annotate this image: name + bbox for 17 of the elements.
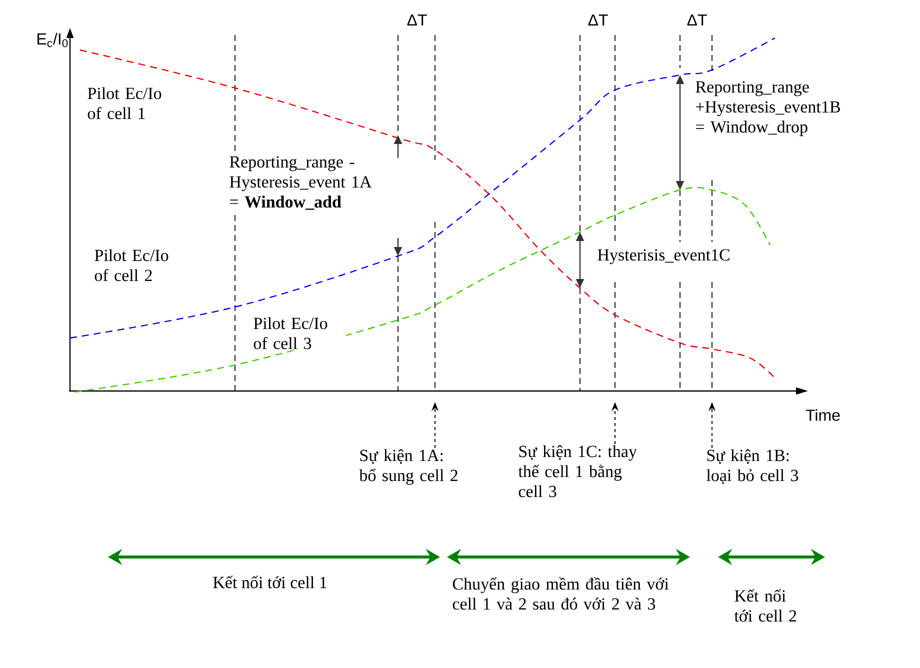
delta-t-label: ΔT <box>687 14 707 26</box>
formula-note: Hysterisis_event1C <box>596 248 732 266</box>
curve-label: Pilot Ec/Io of cell 3 <box>252 316 346 350</box>
curve-label: Pilot Ec/Io of cell 1 <box>88 87 162 120</box>
axis-label: E$_{c}$/I$_{0}$ <box>38 32 68 48</box>
formula-note: Reporting_range +Hysteresis_event1B = Window_drop <box>694 80 852 138</box>
span-label: Kết nối tới cell 2 <box>734 589 796 622</box>
event-label: Sự kiện 1C: thay thế cell 1 bằng cell 3 <box>518 445 637 498</box>
delta-t-label: ΔT <box>588 14 608 26</box>
event-label: Sự kiện 1B: loại bỏ cell 3 <box>706 449 798 484</box>
span-label: Chuyển giao mềm đầu tiên với cell 1 và 2 sau đó với 2 và 3 <box>452 577 669 610</box>
event-label: Sự kiện 1A: bổ sung cell 2 <box>359 449 458 485</box>
delta-t-label: ΔT <box>407 14 427 26</box>
axis-label: Time <box>806 409 840 421</box>
formula-note: Reporting_range - Hysteresis_event 1A = Window_add <box>228 155 380 211</box>
curve-label: Pilot Ec/Io of cell 2 <box>94 249 168 282</box>
span-label: Kết nối tới cell 1 <box>213 576 326 588</box>
